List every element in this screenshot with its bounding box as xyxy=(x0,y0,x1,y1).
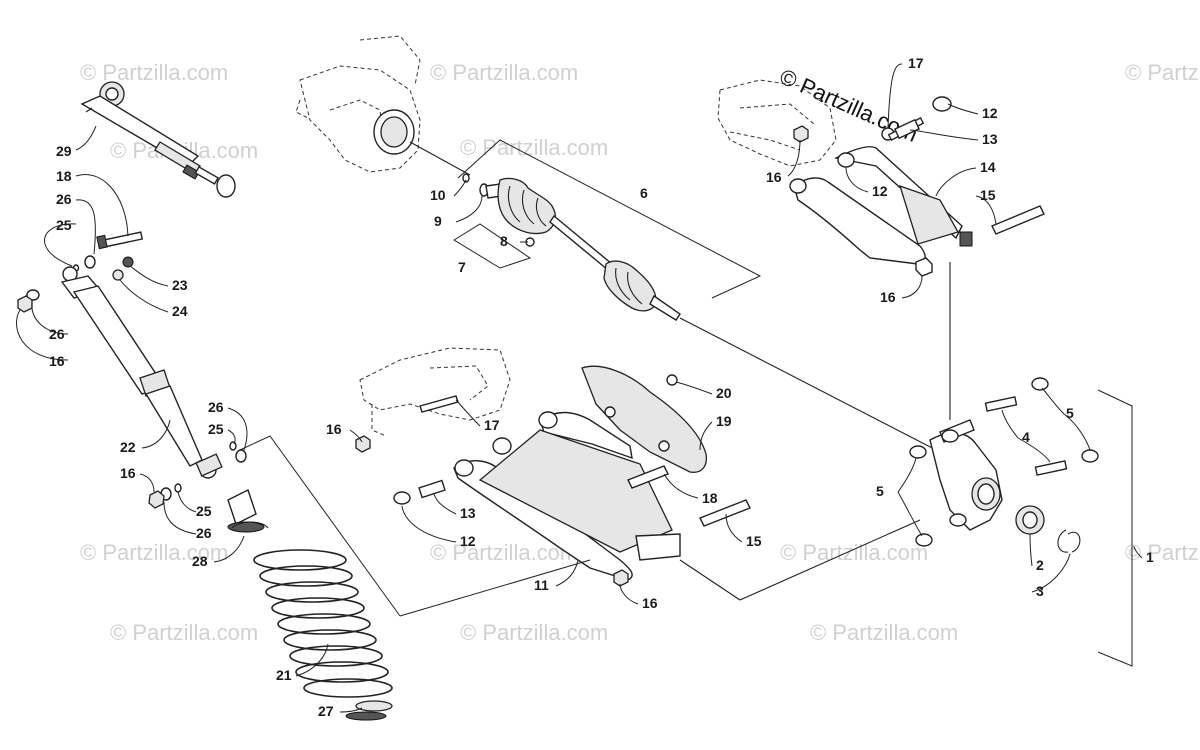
callout-12: 12 xyxy=(982,105,998,121)
frame-fragment-upper xyxy=(295,35,471,176)
shock-hardware-top xyxy=(17,231,144,313)
callout-5: 5 xyxy=(876,483,884,499)
callout-1: 1 xyxy=(1146,549,1154,565)
callout-18: 18 xyxy=(702,490,718,506)
frame-fragment-middle xyxy=(359,347,511,437)
watermark: © Partzilla.com xyxy=(80,60,228,85)
leader-lines xyxy=(16,63,1143,713)
callout-26: 26 xyxy=(208,399,224,415)
callout-26: 26 xyxy=(56,191,72,207)
callout-16: 16 xyxy=(766,169,782,185)
watermark: © Partzilla.com xyxy=(1125,60,1200,85)
callout-13: 13 xyxy=(982,131,998,147)
callout-6: 6 xyxy=(640,185,648,201)
callout-16: 16 xyxy=(49,353,65,369)
watermark-group: © Partzilla.com © Partzilla.com © Partzi… xyxy=(80,60,1200,645)
callout-18: 18 xyxy=(56,168,72,184)
callout-19: 19 xyxy=(716,413,732,429)
callout-4: 4 xyxy=(1022,429,1030,445)
part-19-skid-plate xyxy=(581,365,708,473)
callout-29: 29 xyxy=(56,143,72,159)
watermark: © Partzilla.com xyxy=(460,135,608,160)
callout-15: 15 xyxy=(746,533,762,549)
watermark: © Partzilla.com xyxy=(80,540,228,565)
callout-12: 12 xyxy=(872,183,888,199)
part-21-coil-spring xyxy=(253,549,393,721)
callout-16: 16 xyxy=(880,289,896,305)
callout-11: 11 xyxy=(534,577,549,593)
callout-16: 16 xyxy=(326,421,342,437)
callout-25: 25 xyxy=(208,421,224,437)
part-14-upper-a-arm xyxy=(789,96,1045,420)
part-1-spindle xyxy=(909,377,1133,667)
watermark: © Partzilla.com xyxy=(780,540,928,565)
callout-labels: 29 18 26 25 23 24 26 16 22 26 25 16 25 2… xyxy=(49,55,1154,719)
callout-16: 16 xyxy=(120,465,136,481)
callout-25: 25 xyxy=(196,503,212,519)
callout-9: 9 xyxy=(434,213,442,229)
callout-13: 13 xyxy=(460,505,476,521)
callout-23: 23 xyxy=(172,277,188,293)
part-6-drive-axle xyxy=(453,139,941,453)
callout-14: 14 xyxy=(980,159,996,175)
part-11-lower-a-arm xyxy=(239,395,921,617)
callout-20: 20 xyxy=(716,385,732,401)
callout-15: 15 xyxy=(980,187,996,203)
callout-28: 28 xyxy=(192,553,208,569)
part-22-shock-absorber xyxy=(60,266,223,479)
part-29-reservoir xyxy=(80,81,236,198)
shock-hardware-bottom xyxy=(148,441,269,533)
callout-27: 27 xyxy=(318,703,334,719)
callout-26: 26 xyxy=(196,525,212,541)
callout-26: 26 xyxy=(49,326,65,342)
callout-16: 16 xyxy=(642,595,658,611)
callout-5: 5 xyxy=(1066,405,1074,421)
watermark: © Partzilla.com xyxy=(430,60,578,85)
callout-17: 17 xyxy=(908,55,924,71)
frame-fragment-right xyxy=(717,79,837,167)
watermark: © Partzilla.com xyxy=(1125,540,1200,565)
callout-3: 3 xyxy=(1036,583,1044,599)
watermark: © Partzilla.com xyxy=(460,620,608,645)
callout-17: 17 xyxy=(484,417,500,433)
callout-8: 8 xyxy=(500,233,508,249)
watermark: © Partzilla.com xyxy=(110,620,258,645)
callout-21: 21 xyxy=(276,667,292,683)
callout-12: 12 xyxy=(460,533,476,549)
callout-2: 2 xyxy=(1036,557,1044,573)
callout-24: 24 xyxy=(172,303,188,319)
callout-22: 22 xyxy=(120,439,136,455)
callout-7: 7 xyxy=(458,259,466,275)
callout-10: 10 xyxy=(430,187,446,203)
watermark: © Partzilla.com xyxy=(810,620,958,645)
